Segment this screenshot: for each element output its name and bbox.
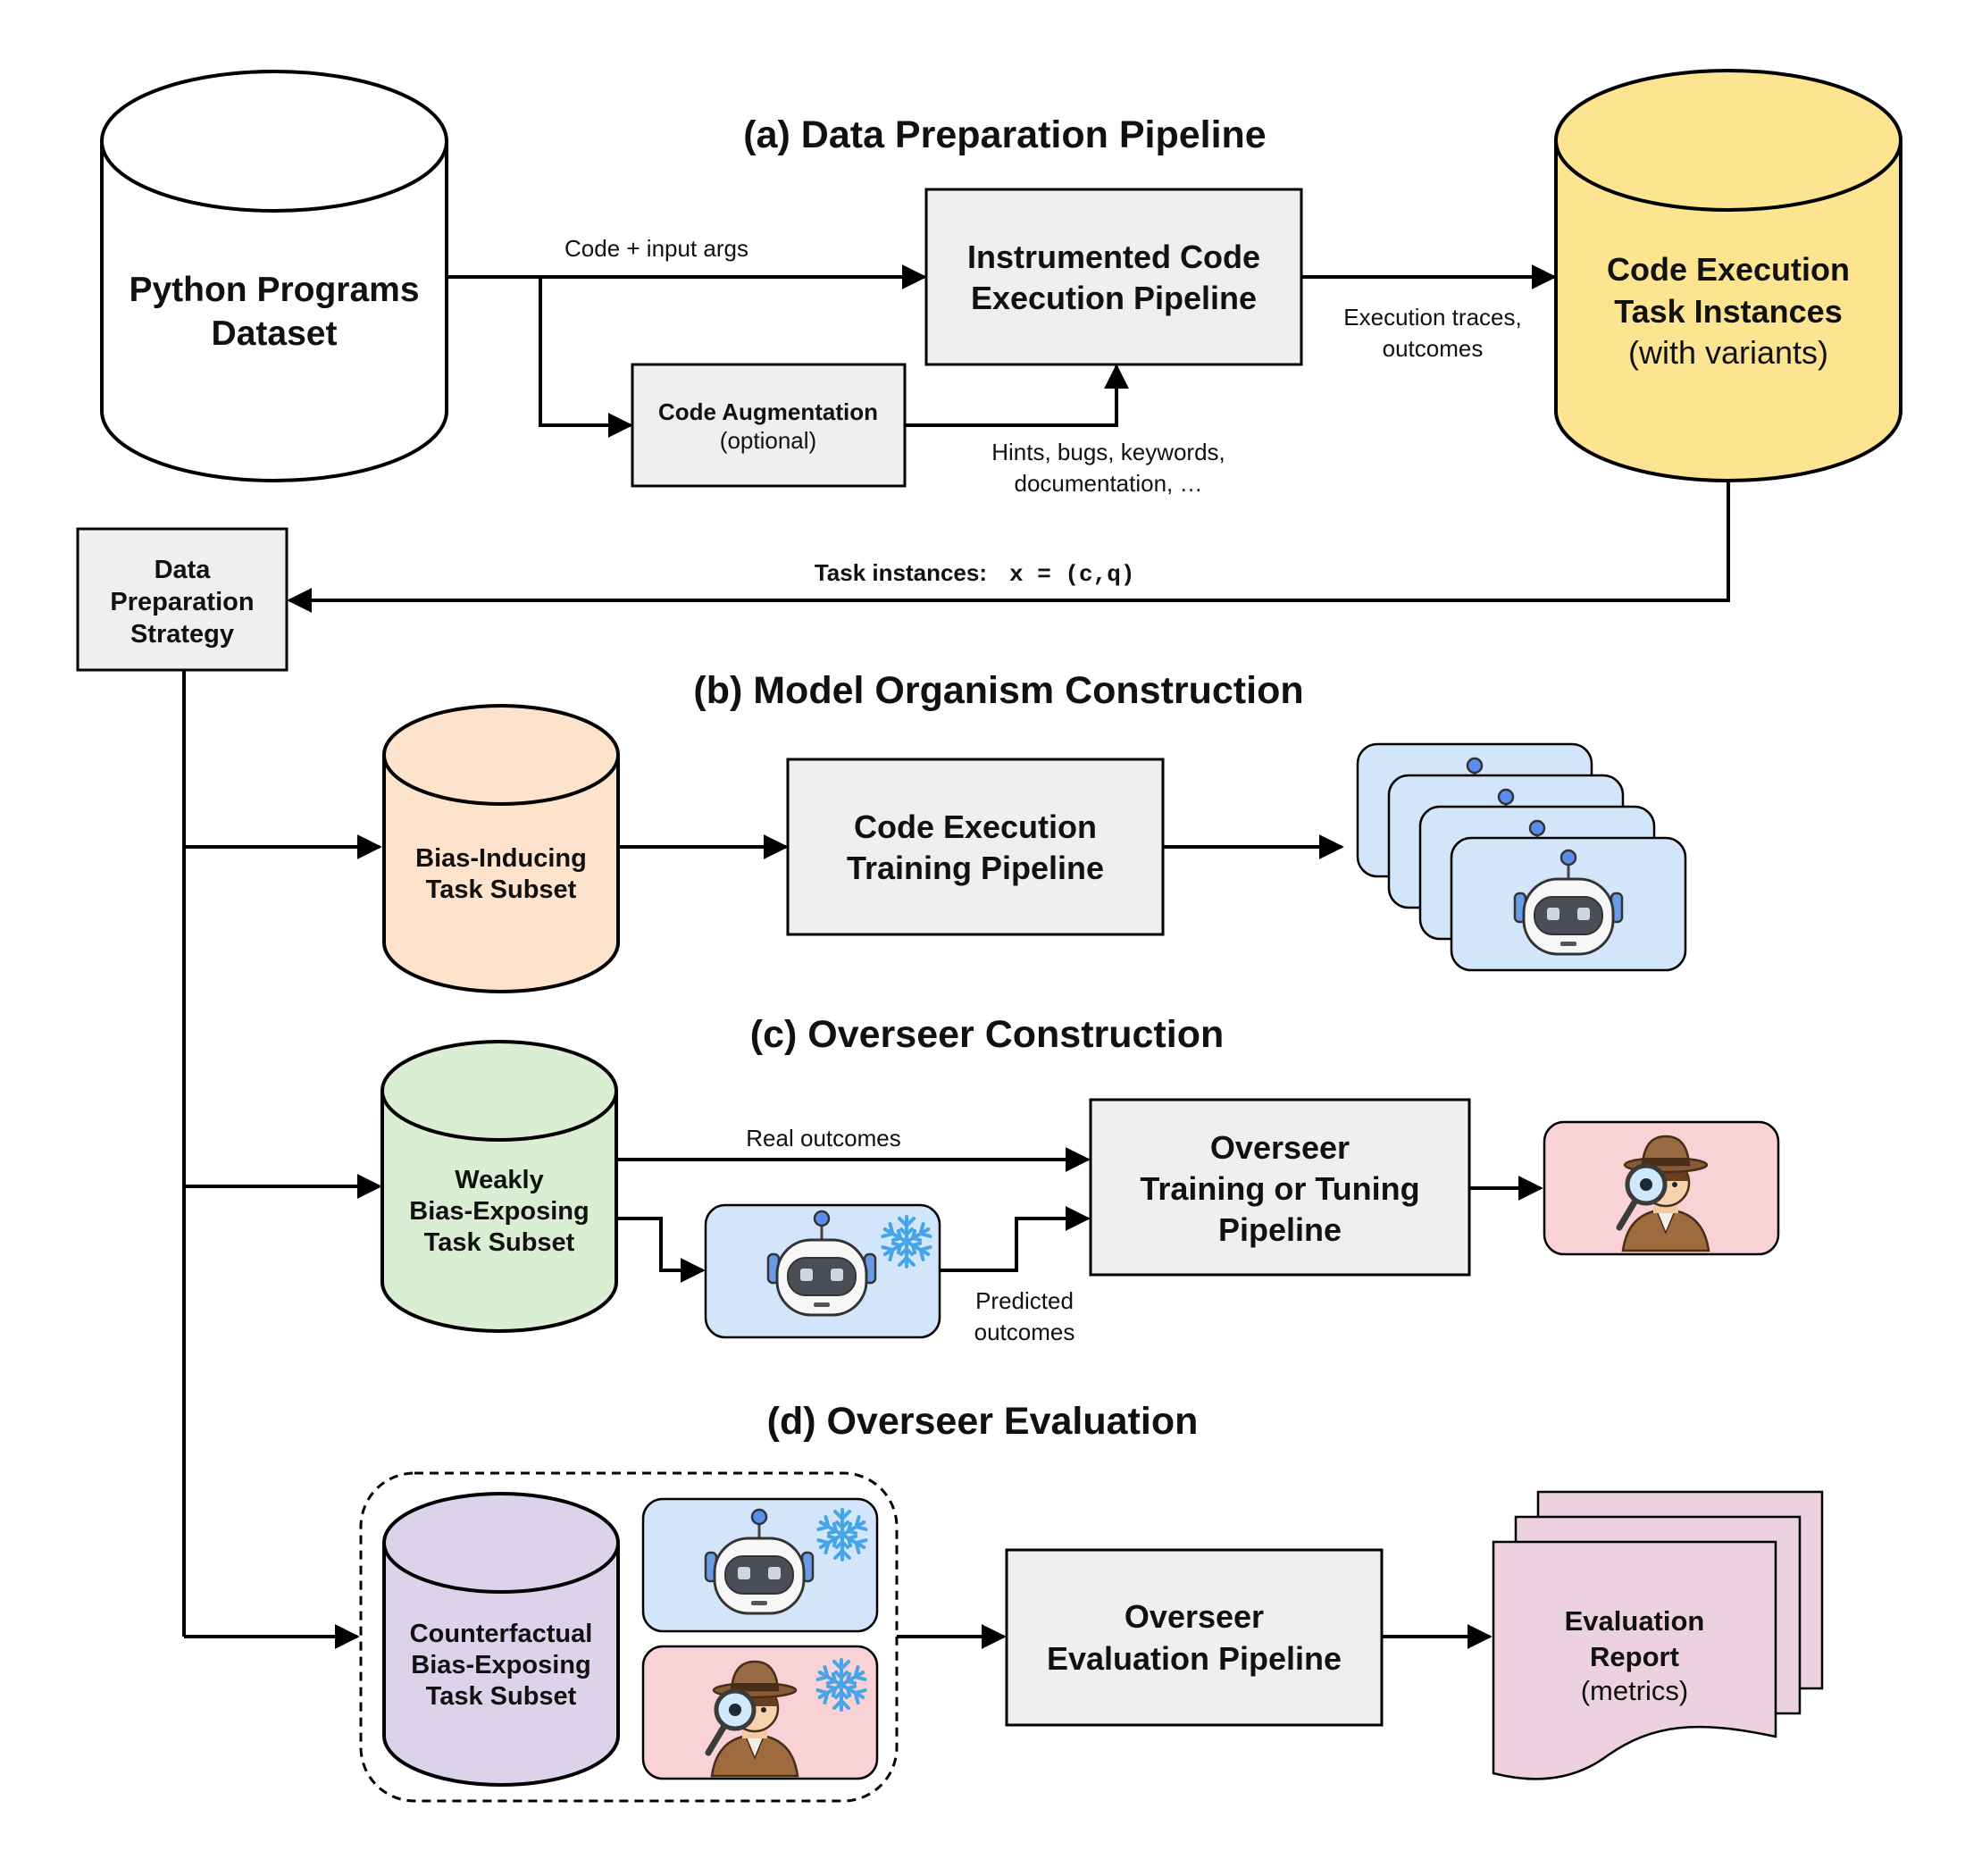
overseer-training-line-3: Pipeline [1218,1211,1342,1248]
model-organism-stack [1356,742,1687,972]
python-dataset-line-2: Dataset [212,314,338,353]
edge-weakly-to-frozen-model [616,1217,706,1283]
task-instances-line-2: Task Instances [1614,293,1842,330]
strategy-line-1: Data [155,556,212,584]
augmentation-line-1: Code Augmentation [658,398,878,425]
edge-label-task-instances: Task instances: [815,559,987,586]
python-programs-dataset: Python Programs Dataset [100,70,448,482]
frozen-overseer-card-eval [641,1645,879,1780]
report-line-1: Evaluation [1565,1605,1705,1637]
report-line-3: (metrics) [1581,1675,1689,1706]
frozen-model-organism-card [704,1203,941,1339]
section-title-a: (a) Data Preparation Pipeline [743,113,1266,156]
section-title-c: (c) Overseer Construction [750,1013,1224,1056]
instrumented-line-1: Instrumented Code [967,239,1260,275]
code-execution-training-pipeline: Code Execution Training Pipeline [786,758,1165,936]
counterfactual-line-1: Counterfactual [410,1620,593,1648]
bias-inducing-line-2: Task Subset [426,875,577,904]
counterfactual-subset: Counterfactual Bias-Exposing Task Subset [382,1492,620,1787]
counterfactual-line-2: Bias-Exposing [411,1651,590,1679]
edge-label-hints-1: Hints, bugs, keywords, [991,439,1225,465]
evaluation-line-2: Evaluation Pipeline [1047,1640,1342,1677]
data-preparation-strategy: Data Preparation Strategy [76,527,288,672]
edge-label-task-formula: x = (c,q) [1009,561,1134,588]
overseer-card [1543,1120,1780,1256]
section-title-d: (d) Overseer Evaluation [767,1400,1199,1443]
counterfactual-line-3: Task Subset [426,1682,577,1711]
frozen-model-organism-card-eval [641,1497,879,1633]
task-instances-dataset: Code Execution Task Instances (with vari… [1554,69,1902,482]
edge-label-code-args: Code + input args [564,235,748,262]
edge-label-hints-2: documentation, … [1014,470,1202,497]
evaluation-report: Evaluation Report (metrics) [1492,1490,1824,1780]
edge-label-traces-2: outcomes [1383,335,1484,362]
bias-inducing-line-1: Bias-Inducing [415,844,587,873]
edge-label-traces-1: Execution traces, [1343,304,1521,331]
edge-branch-to-augmentation [539,277,633,438]
edge-task-instances-to-strategy [287,481,1730,613]
report-line-2: Report [1590,1641,1679,1672]
bias-inducing-subset: Bias-Inducing Task Subset [382,704,620,993]
training-line-1: Code Execution [854,808,1097,845]
training-line-2: Training Pipeline [847,850,1104,886]
weakly-bias-exposing-subset: Weakly Bias-Exposing Task Subset [380,1040,618,1333]
instrumented-execution-pipeline: Instrumented Code Execution Pipeline [924,188,1303,366]
section-title-b: (b) Model Organism Construction [693,669,1303,712]
strategy-line-3: Strategy [130,620,234,649]
weakly-line-1: Weakly [455,1166,543,1194]
weakly-line-2: Bias-Exposing [409,1197,589,1226]
edge-augmentation-to-instrumented [905,364,1129,427]
evaluation-line-1: Overseer [1125,1598,1264,1635]
instrumented-line-2: Execution Pipeline [971,280,1257,316]
weakly-line-3: Task Subset [424,1228,575,1257]
task-instances-line-3: (with variants) [1628,334,1828,371]
edge-label-predicted-2: outcomes [974,1319,1075,1345]
overseer-training-line-1: Overseer [1210,1129,1350,1166]
edge-label-predicted-1: Predicted [975,1287,1074,1314]
task-instances-line-1: Code Execution [1607,251,1850,288]
strategy-line-2: Preparation [110,588,254,616]
code-augmentation-box: Code Augmentation (optional) [631,363,907,488]
edge-predicted-outcomes [940,1206,1091,1272]
python-dataset-line-1: Python Programs [129,271,419,309]
edge-label-real-outcomes: Real outcomes [746,1125,900,1152]
overseer-training-pipeline: Overseer Training or Tuning Pipeline [1089,1098,1471,1277]
overseer-training-line-2: Training or Tuning [1140,1170,1419,1207]
overseer-evaluation-pipeline: Overseer Evaluation Pipeline [1005,1548,1384,1727]
augmentation-line-2: (optional) [720,427,816,454]
